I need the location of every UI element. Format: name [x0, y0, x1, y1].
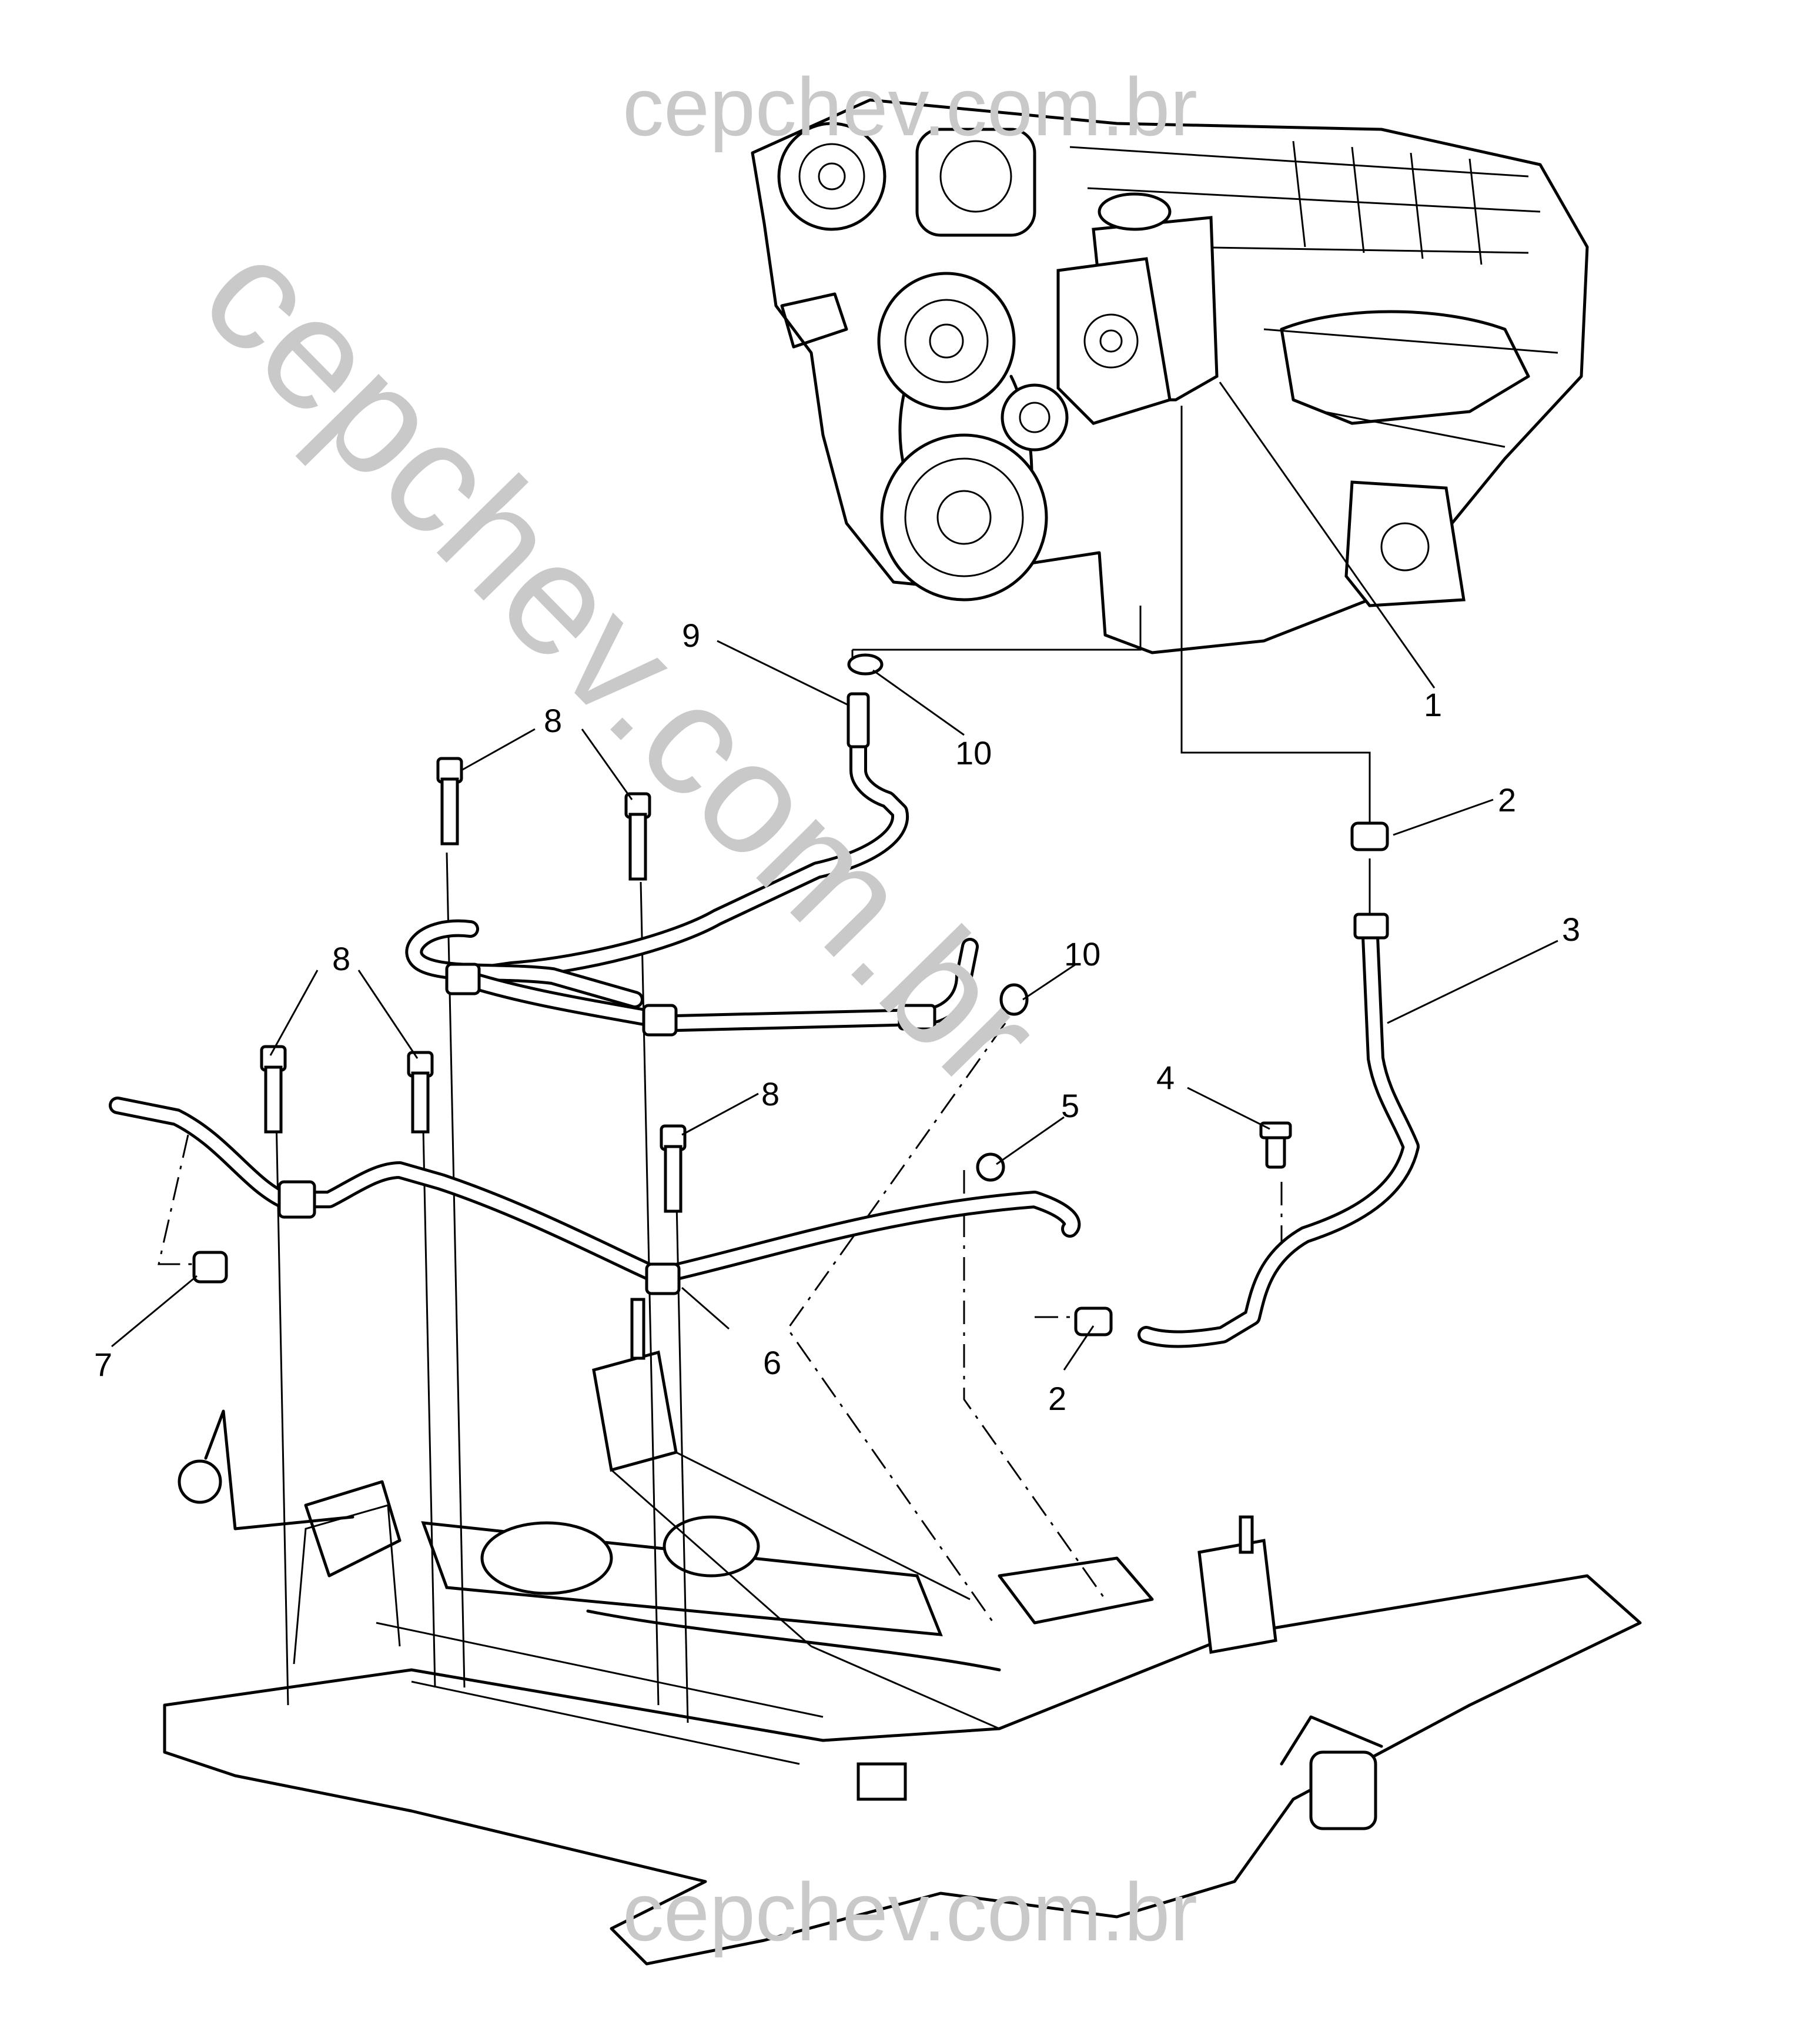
watermarks: cepchev.com.br cepchev.com.br cepchev.co…	[169, 61, 1197, 1958]
bolt-5	[660, 1124, 687, 1213]
clamp-lower	[1074, 1306, 1113, 1336]
power-steering-pump	[1056, 192, 1219, 425]
callout-10-lower: 10	[1064, 935, 1100, 973]
frame-crossmember	[163, 1298, 1642, 1966]
callout-8-left: 8	[332, 940, 350, 977]
watermark-bottom: cepchev.com.br	[623, 1866, 1197, 1958]
callout-10-upper: 10	[955, 734, 992, 771]
callout-4: 4	[1156, 1059, 1175, 1096]
hose-assemblies	[109, 653, 1420, 1348]
callout-5: 5	[1061, 1087, 1079, 1124]
callout-8-right: 8	[761, 1075, 779, 1112]
leader-lines	[111, 382, 1558, 1371]
alignment-lines	[158, 406, 1371, 1723]
clamp-left	[192, 1251, 228, 1284]
callout-8-upper: 8	[544, 702, 562, 739]
watermark-top: cepchev.com.br	[623, 61, 1197, 153]
callout-2-lower: 2	[1048, 1380, 1066, 1417]
bolt-4	[407, 1051, 434, 1134]
callout-7: 7	[94, 1346, 112, 1383]
callout-1: 1	[1424, 686, 1442, 723]
engine-assembly	[751, 98, 1589, 654]
bolt-3	[260, 1045, 287, 1134]
bolt-1	[436, 757, 463, 846]
callout-6: 6	[763, 1344, 781, 1381]
clamp-upper	[1350, 821, 1389, 851]
callouts: 1 2 2 3 4 5 6 7 8 8 8 9 10 10	[94, 617, 1580, 1417]
callout-3: 3	[1562, 911, 1580, 948]
callout-9: 9	[682, 617, 700, 654]
callout-2-upper: 2	[1498, 781, 1516, 818]
